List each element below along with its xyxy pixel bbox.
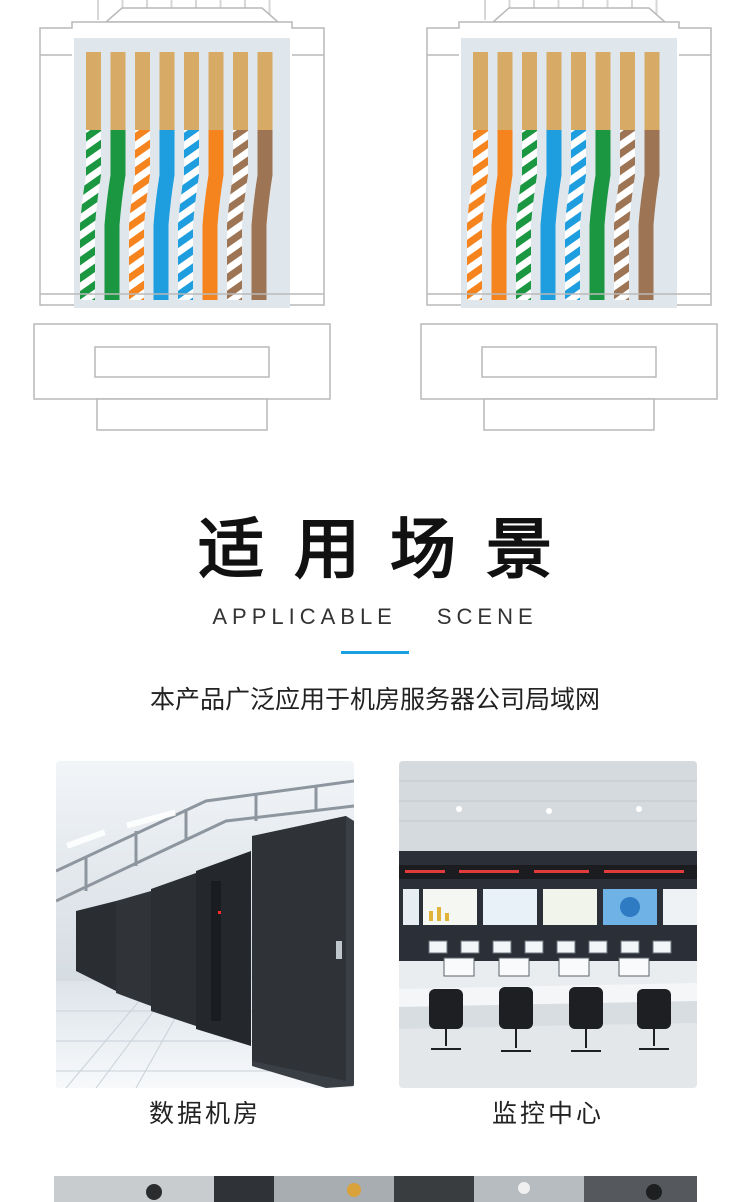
gold-contact bbox=[86, 52, 101, 130]
gold-contact bbox=[159, 52, 175, 130]
wire-green bbox=[589, 130, 611, 300]
wire-orange-white bbox=[129, 130, 150, 300]
subtitle-left: APPLICABLE bbox=[212, 604, 397, 629]
control-center-photo-icon bbox=[399, 761, 697, 1088]
gold-contact bbox=[620, 52, 635, 130]
connector-b bbox=[419, 0, 719, 432]
title-underline bbox=[341, 651, 409, 654]
wire-brown bbox=[638, 130, 660, 300]
rj45-connector-b-icon bbox=[420, 0, 718, 431]
gold-contact bbox=[595, 52, 611, 130]
gold-contact bbox=[208, 52, 224, 130]
gold-contact bbox=[257, 52, 273, 130]
gold-contact bbox=[644, 52, 660, 130]
wire-green-white bbox=[516, 130, 537, 300]
scene-photo-strip bbox=[54, 1176, 697, 1202]
scene-card-data-center bbox=[56, 761, 354, 1088]
office-photo-strip-icon bbox=[54, 1176, 697, 1202]
gold-contact bbox=[522, 52, 537, 130]
gold-contact bbox=[135, 52, 150, 130]
rj45-connector-a-icon bbox=[33, 0, 331, 431]
intro-text: 本产品广泛应用于机房服务器公司局域网 bbox=[149, 685, 600, 714]
wire-brown-white bbox=[227, 130, 248, 300]
wire-orange bbox=[202, 130, 224, 300]
wire-blue-white bbox=[178, 130, 199, 300]
scene-label-data-center: 数据机房 bbox=[148, 1099, 261, 1128]
wire-green-white bbox=[80, 130, 101, 300]
section-title: 适用场景 bbox=[198, 511, 582, 588]
wire-orange-white bbox=[467, 130, 488, 300]
wire-blue bbox=[153, 130, 175, 300]
gold-contact bbox=[546, 52, 562, 130]
connector-a bbox=[32, 0, 332, 432]
gold-contact bbox=[184, 52, 199, 130]
server-room-photo-icon bbox=[56, 761, 354, 1088]
gold-contact bbox=[110, 52, 126, 130]
scene-label-control-center: 监控中心 bbox=[491, 1099, 604, 1128]
wire-blue-white bbox=[565, 130, 586, 300]
section-subtitle: APPLICABLE SCENE bbox=[0, 604, 750, 630]
wire-green bbox=[104, 130, 126, 300]
wire-orange bbox=[491, 130, 513, 300]
scene-card-control-center bbox=[399, 761, 697, 1088]
subtitle-right: SCENE bbox=[436, 604, 538, 629]
wire-blue bbox=[540, 130, 562, 300]
gold-contact bbox=[497, 52, 513, 130]
gold-contact bbox=[571, 52, 586, 130]
gold-contact bbox=[473, 52, 488, 130]
wire-brown bbox=[251, 130, 273, 300]
gold-contact bbox=[233, 52, 248, 130]
wire-brown-white bbox=[614, 130, 635, 300]
